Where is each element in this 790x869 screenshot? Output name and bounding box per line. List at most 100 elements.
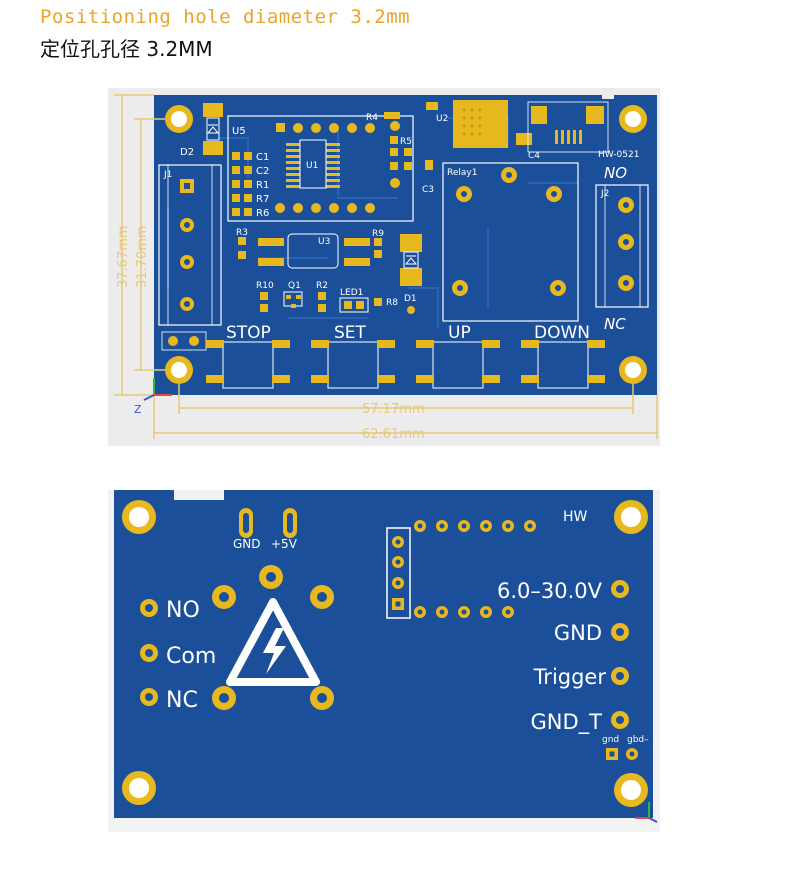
dimension-lines [114,94,658,439]
d1-pad-bottom [400,268,422,286]
r3-pads [238,237,246,245]
label-input-trigger: Trigger [533,665,607,689]
pad-5v-hole [287,513,293,533]
button-up [416,340,500,389]
d1-outline [403,251,419,269]
via [390,121,400,131]
r10-pads-2 [260,304,268,312]
label-r5: R5 [400,137,412,147]
led1-pads [344,301,352,309]
dim-height-outer: 37.67mm [116,225,131,288]
label-pad-gbd: gbd– [627,735,649,745]
label-relay-no: NO [604,164,627,182]
label-input-voltage: 6.0–30.0V [497,579,603,603]
dim-height-inner: 31.70mm [135,225,150,288]
title-chinese: 定位孔孔径 3.2MM [40,37,213,61]
board-notch [174,490,224,500]
j1-pins [180,179,194,311]
label-c3: C3 [422,185,434,195]
usb-pin-row [555,130,582,144]
label-terminal-nc: NC [166,688,198,713]
label-5v-pin: +5V [271,537,298,551]
label-brand: HW [563,509,588,525]
label-j1: J1 [163,170,172,180]
label-input-gnd: GND [554,621,602,645]
label-button-up: UP [448,323,471,343]
label-d1: D1 [404,294,417,304]
pad-gnd-hole [243,513,249,533]
ic-pads-top [414,520,536,532]
relay-terminal-pads [140,599,158,706]
dim-width-outer: 62.61mm [362,427,425,442]
label-u5: U5 [232,126,246,137]
r5-pads [390,136,412,188]
r9-pads [374,238,382,246]
d2-pad-bottom [203,141,223,155]
label-r10: R10 [256,281,274,291]
usb-pad-left [531,106,547,124]
u3-body [287,233,339,269]
high-voltage-warning-icon [226,598,320,686]
label-button-stop: STOP [226,323,271,343]
label-c4: C4 [528,151,540,161]
r10-pads [260,292,268,300]
relay-pads [212,565,334,710]
led1-pads-2 [356,301,364,309]
label-u1: U1 [306,161,318,171]
axis-icon [143,378,172,401]
button-stop [206,340,290,389]
label-relay: Relay1 [447,168,477,178]
r2-pads [318,292,326,300]
small-pad-gbd-hole [629,751,635,757]
label-r3: R3 [236,228,248,238]
title-english: Positioning hole diameter 3.2mm [40,6,411,28]
relay-pins [452,167,566,296]
d1-diode-icon [404,255,418,265]
via [407,306,415,314]
button-set [311,340,395,389]
u2-small-pad [426,102,438,110]
u2-body [453,100,508,148]
ic-pads-bottom [414,606,514,618]
header-pins [392,536,404,610]
label-r9: R9 [372,229,384,239]
u5-outline [227,115,414,222]
button-down [521,340,605,389]
label-terminal-com: Com [166,644,216,669]
bottom-pcb-board [114,490,653,818]
board-notch [602,95,614,99]
label-r2: R2 [316,281,328,291]
u2-thermal-vias [462,108,482,136]
bottom-board-view: GND +5V NO Com NC [108,490,660,832]
j2-inner [604,184,641,308]
smd-stack-left [232,152,252,216]
label-q1: Q1 [288,281,301,291]
label-model: HW-0521 [598,150,639,160]
input-pads [611,580,629,729]
c3-pads [425,160,433,170]
r2-pads-2 [318,304,326,312]
j1-inner [167,164,213,326]
label-r7: R7 [256,194,269,205]
j2-pins [618,197,634,291]
label-r8: R8 [386,298,398,308]
label-relay-nc: NC [604,315,626,333]
header-outline [386,527,411,619]
u3-pads [258,238,370,266]
label-r1: R1 [256,180,269,191]
r9-pads-2 [374,250,382,258]
r8-pads [374,298,382,306]
label-r6: R6 [256,208,269,219]
dim-width-inner: 57.17mm [362,402,425,417]
d1-pad-top [400,234,422,252]
label-pad-gnd: gnd [602,735,619,745]
mounting-holes [165,105,647,384]
relay-outline [442,162,579,322]
c4-pads [516,133,532,145]
top-board-view: D2 U5 U1 C1 C2 [108,88,660,446]
label-gnd-pin: GND [233,537,261,551]
d2-outline [206,117,220,141]
usb-pad-right [586,106,604,124]
axis-icon [635,802,658,823]
label-terminal-no: NO [166,598,200,623]
